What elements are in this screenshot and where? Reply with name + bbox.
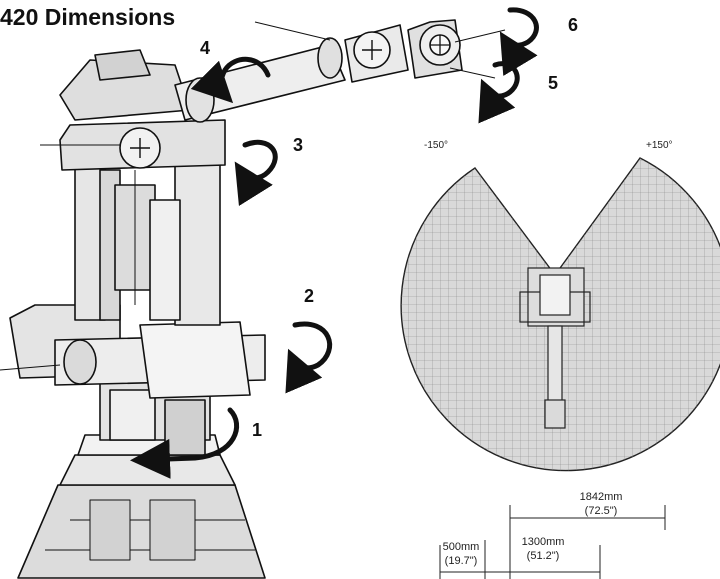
axis-label-1: 1 xyxy=(252,420,263,440)
axis-label-4: 4 xyxy=(200,38,211,58)
dimension-label-1842: 1842mm (72.5") xyxy=(566,490,636,518)
robot-elbow xyxy=(40,49,226,171)
dimension-lines xyxy=(439,505,666,579)
axis-label-2: 2 xyxy=(304,286,315,306)
robot-base xyxy=(17,434,266,579)
axis-label-3: 3 xyxy=(293,135,304,155)
dimension-inch: (72.5") xyxy=(584,505,618,517)
axis-2-arrow-icon xyxy=(285,321,332,394)
dimension-mm: 1300mm xyxy=(521,536,565,548)
robot-wrist xyxy=(344,19,506,83)
robot-top-view xyxy=(519,267,591,429)
axis-1-arrow-icon xyxy=(130,407,240,479)
robot-column xyxy=(99,379,211,456)
robot-vertical-arm xyxy=(74,159,221,326)
work-envelope xyxy=(400,157,720,472)
robot-shoulder xyxy=(0,304,266,399)
dimension-mm: 500mm xyxy=(442,541,480,553)
robot-forearm xyxy=(174,21,346,123)
dimension-mm: 1842mm xyxy=(579,491,623,503)
dimension-label-500: 500mm (19.7") xyxy=(430,540,492,568)
angle-label-left: -150° xyxy=(424,140,449,151)
axis-6-arrow-icon xyxy=(499,7,539,77)
page-title: 420 Dimensions xyxy=(0,4,176,30)
axis-5-arrow-icon xyxy=(478,61,520,124)
axis-4-arrow-icon xyxy=(190,56,271,104)
dimension-inch: (51.2") xyxy=(526,550,560,562)
axis-label-6: 6 xyxy=(568,15,579,35)
rotation-arrows xyxy=(130,7,539,479)
dimension-inch: (19.7") xyxy=(444,555,478,567)
angle-label-right: +150° xyxy=(646,140,673,151)
axis-label-5: 5 xyxy=(548,73,559,93)
axis-3-arrow-icon xyxy=(234,139,278,207)
dimension-label-1300: 1300mm (51.2") xyxy=(508,535,578,563)
